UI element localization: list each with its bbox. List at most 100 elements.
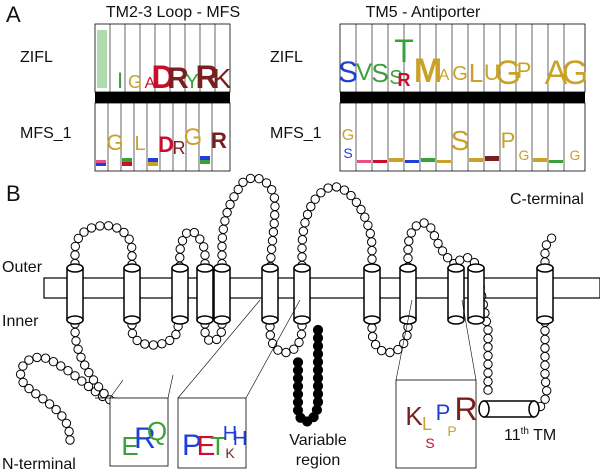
- residue: [73, 344, 83, 354]
- residue: [403, 253, 413, 263]
- residue: [86, 223, 97, 233]
- residue: [38, 394, 48, 404]
- residue: [245, 173, 256, 184]
- helices: [66, 263, 554, 325]
- residue: [80, 360, 90, 370]
- logo-letter: L: [134, 133, 145, 155]
- logo-right-connector: [340, 92, 585, 103]
- residue: [254, 174, 264, 184]
- residue: [93, 382, 104, 392]
- tm-helix: [467, 263, 485, 325]
- residue: [199, 242, 209, 252]
- tm-helix: [196, 263, 214, 325]
- residue: [165, 335, 175, 346]
- residue: [297, 252, 307, 262]
- residue: [363, 220, 373, 231]
- residue: [73, 233, 84, 244]
- logo-letter: R: [211, 128, 227, 153]
- residue: [103, 221, 114, 231]
- outer-side-label: Outer: [2, 259, 43, 276]
- residue: [483, 325, 493, 335]
- residue: [306, 201, 316, 212]
- residue: [404, 236, 414, 246]
- residue: [406, 228, 416, 238]
- inset-letter: H: [223, 423, 237, 445]
- tm11-label: 11th TM: [504, 426, 556, 444]
- residue: [112, 223, 122, 233]
- logo-letter: D: [158, 132, 174, 157]
- residue: [433, 238, 443, 249]
- residue: [181, 228, 192, 238]
- residue: [132, 335, 142, 346]
- residue: [140, 339, 150, 349]
- residue: [540, 377, 551, 387]
- residue: [238, 177, 248, 188]
- variable-region-label-2: region: [296, 452, 340, 469]
- logo-letter: K: [213, 63, 232, 94]
- residue: [24, 383, 34, 394]
- residue: [265, 330, 275, 340]
- residue: [175, 244, 185, 254]
- residue: [200, 250, 210, 260]
- logo-letter: G: [570, 147, 581, 163]
- residue: [540, 326, 550, 336]
- residue: [483, 342, 493, 352]
- residue: [269, 218, 279, 229]
- residue: [546, 233, 557, 243]
- residue: [316, 188, 326, 198]
- inset-letter: S: [425, 435, 434, 451]
- residue: [281, 347, 291, 358]
- residue: [367, 331, 378, 342]
- residue: [483, 376, 493, 387]
- logo-letter: V: [356, 59, 372, 86]
- residue: [204, 335, 214, 345]
- residue: [127, 242, 137, 253]
- residue: [339, 185, 350, 195]
- logo-left-mfs-label: MFS_1: [20, 125, 72, 142]
- residue: [77, 376, 87, 386]
- residue: [222, 207, 232, 218]
- logo-letter: A: [545, 54, 568, 92]
- residue: [65, 435, 75, 445]
- inner-side-label: Inner: [2, 313, 39, 330]
- residue: [70, 250, 80, 260]
- logo-letter: R: [398, 70, 411, 90]
- residue: [360, 212, 370, 222]
- tm-helix: [363, 263, 381, 325]
- residue: [220, 216, 230, 226]
- inset-letter: H: [233, 428, 247, 450]
- residue: [211, 334, 222, 345]
- residue: [270, 201, 280, 212]
- residue: [217, 233, 228, 243]
- residue: [266, 244, 277, 254]
- residue: [540, 394, 550, 404]
- residue: [261, 178, 272, 188]
- residue: [57, 411, 67, 421]
- logo-letter: P: [517, 58, 532, 83]
- residue: [70, 371, 80, 381]
- inset-logo-2: P E T H K H: [177, 299, 301, 469]
- logo-letter: R: [173, 138, 186, 158]
- svg-text:G: G: [128, 72, 142, 92]
- residue: [124, 234, 134, 244]
- residue: [267, 185, 277, 195]
- residue: [157, 339, 167, 349]
- residue: [189, 227, 200, 238]
- logo-letter: L: [469, 58, 483, 88]
- inset-letter: K: [225, 445, 235, 461]
- variable-region-chain: [292, 324, 324, 427]
- logo-letter: S: [389, 67, 402, 89]
- tm11-helix: [478, 400, 540, 418]
- residue: [483, 385, 493, 395]
- residue: [540, 369, 550, 379]
- residue: [483, 351, 493, 361]
- logo-letter: G: [342, 127, 354, 144]
- residue: [31, 389, 41, 399]
- inset-letter: L: [422, 414, 432, 434]
- tm-helix: [447, 263, 465, 325]
- residue: [292, 357, 304, 368]
- svg-text:U: U: [484, 60, 500, 85]
- c-terminal-label: C-terminal: [510, 191, 584, 208]
- residue: [385, 347, 395, 358]
